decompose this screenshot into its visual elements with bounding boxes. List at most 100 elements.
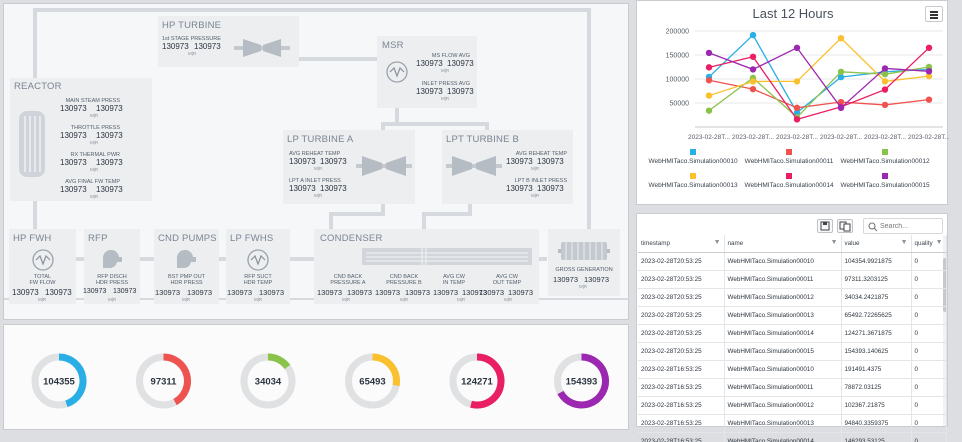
series-point[interactable]: [881, 86, 889, 93]
series-point[interactable]: [881, 78, 889, 85]
filter-icon[interactable]: ▼: [830, 239, 838, 246]
series-point[interactable]: [705, 49, 713, 57]
legend-swatch[interactable]: [690, 149, 696, 155]
series-point[interactable]: [881, 71, 889, 78]
gauge-6[interactable]: 154393: [554, 353, 609, 409]
series-point[interactable]: [881, 101, 889, 109]
series-line-4: [708, 37, 930, 97]
legend-swatch[interactable]: [786, 173, 792, 179]
rfp-sub: M|R: [108, 297, 117, 302]
table-search-field[interactable]: [863, 218, 943, 234]
hp-turbine-block[interactable]: HP TURBINE 1st STAGE PRESSURE 130973 130…: [158, 16, 299, 67]
series-point[interactable]: [749, 78, 757, 85]
filter-icon[interactable]: ▼: [713, 239, 721, 246]
series-point[interactable]: [749, 66, 757, 73]
lp-turbine-a-block[interactable]: LP TURBINE A AVG REHEAT TEMP 130973 1309…: [283, 130, 415, 204]
lp-fwhs-block[interactable]: LP FWHS RFP SUCT HDR TEMP 130973 130973 …: [226, 229, 290, 304]
series-point[interactable]: [925, 68, 933, 75]
hamburger-menu-icon[interactable]: [925, 6, 943, 22]
series-point[interactable]: [749, 31, 757, 39]
column-header-name[interactable]: name▼: [724, 235, 842, 253]
legend-swatch[interactable]: [786, 149, 792, 155]
series-point[interactable]: [705, 77, 713, 84]
legend-label[interactable]: WebHMITaco.Simulation00015: [840, 182, 930, 189]
series-point[interactable]: [925, 44, 933, 51]
condenser-block[interactable]: CONDENSER CND BACK PRESSURE A 130973 130…: [314, 229, 539, 304]
table-cell-name: WebHMITaco.Simulation00010: [724, 252, 842, 271]
series-point[interactable]: [837, 68, 845, 76]
lpt-turbine-b-block[interactable]: LPT TURBINE B AVG REHEAT TEMP 130973 130…: [442, 130, 573, 204]
series-point[interactable]: [793, 44, 801, 51]
series-point[interactable]: [793, 109, 801, 116]
filter-icon[interactable]: ▼: [935, 239, 943, 246]
legend-swatch[interactable]: [882, 149, 888, 155]
legend-label[interactable]: WebHMITaco.Simulation00010: [648, 158, 738, 165]
chart-title: Last 12 Hours: [752, 6, 834, 21]
gauge-5[interactable]: 124271: [449, 353, 505, 409]
series-point[interactable]: [793, 78, 801, 85]
export-csv-button[interactable]: [817, 219, 833, 233]
gauge-value: 97311: [151, 377, 178, 388]
generator-block[interactable]: GROSS GENERATION 130973 130973 M|R: [548, 229, 620, 296]
table-cell-timestamp: 2023-02-28T20:53:25: [638, 324, 725, 343]
series-line-2: [708, 79, 930, 109]
reactor-block[interactable]: REACTOR MAIN STEAM PRESS 130973 130973 M…: [10, 78, 152, 201]
series-point[interactable]: [925, 72, 933, 80]
series-point[interactable]: [705, 64, 713, 71]
series-point[interactable]: [705, 107, 713, 114]
gauge-4[interactable]: 65493: [345, 353, 400, 409]
legend-swatch[interactable]: [690, 173, 696, 179]
column-header-value[interactable]: value▼: [841, 235, 912, 253]
rfp-block[interactable]: RFP RFP DISCH HDR PRESS 130973 130973 M|…: [83, 229, 140, 304]
legend-label[interactable]: WebHMITaco.Simulation00012: [840, 158, 930, 165]
series-point[interactable]: [749, 85, 757, 93]
msr-block[interactable]: MSR MS FLOW AVG 130973 130973 M|R INLET …: [377, 36, 477, 108]
series-point[interactable]: [837, 104, 845, 112]
export-xls-button[interactable]: [837, 219, 853, 233]
gauge-1[interactable]: 104355: [31, 353, 87, 409]
series-point[interactable]: [793, 104, 801, 112]
table-cell-value: 146293.53125: [841, 432, 912, 442]
gauge-3[interactable]: 34034: [240, 353, 296, 409]
gauge-2[interactable]: 97311: [136, 353, 191, 409]
msr-value-1a: 130973: [416, 87, 443, 96]
search-input[interactable]: [880, 220, 940, 232]
reactor-value-0a: 130973: [60, 104, 87, 113]
series-point[interactable]: [881, 65, 889, 72]
legend-label[interactable]: WebHMITaco.Simulation00014: [744, 182, 834, 189]
series-point[interactable]: [793, 116, 801, 123]
legend-label[interactable]: WebHMITaco.Simulation00013: [648, 182, 738, 189]
lp-fwhs-sub: M|R: [254, 297, 263, 302]
legend-label[interactable]: WebHMITaco.Simulation00011: [745, 158, 834, 165]
series-point[interactable]: [837, 98, 845, 106]
series-point[interactable]: [749, 53, 757, 60]
legend-swatch[interactable]: [882, 173, 888, 179]
reactor-vessel-icon: [19, 111, 45, 177]
cnd-pumps-block[interactable]: CND PUMPS BST PMP OUT HDR PRESS 130973 1…: [154, 229, 219, 304]
data-table: timestamp▼ name▼ value▼ quality▼ 2023-02…: [638, 235, 947, 442]
table-cell-value: 124271.3671875: [841, 324, 912, 343]
series-point[interactable]: [837, 73, 845, 81]
table-cell-name: WebHMITaco.Simulation00010: [724, 360, 842, 380]
reactor-label-1: THROTTLE PRESS: [70, 125, 120, 131]
series-point[interactable]: [837, 35, 845, 42]
hp-fwh-block[interactable]: HP FWH TOTAL FW FLOW 130973 130973 M|R: [9, 229, 76, 304]
table-cell-name: WebHMITaco.Simulation00014: [724, 432, 842, 442]
filter-icon[interactable]: ▼: [900, 239, 908, 246]
series-point[interactable]: [705, 92, 713, 99]
series-point[interactable]: [925, 96, 933, 103]
hp-turbine-title: HP TURBINE: [162, 20, 222, 31]
column-header-quality[interactable]: quality▼: [911, 235, 947, 253]
column-header-timestamp[interactable]: timestamp▼: [638, 235, 725, 253]
